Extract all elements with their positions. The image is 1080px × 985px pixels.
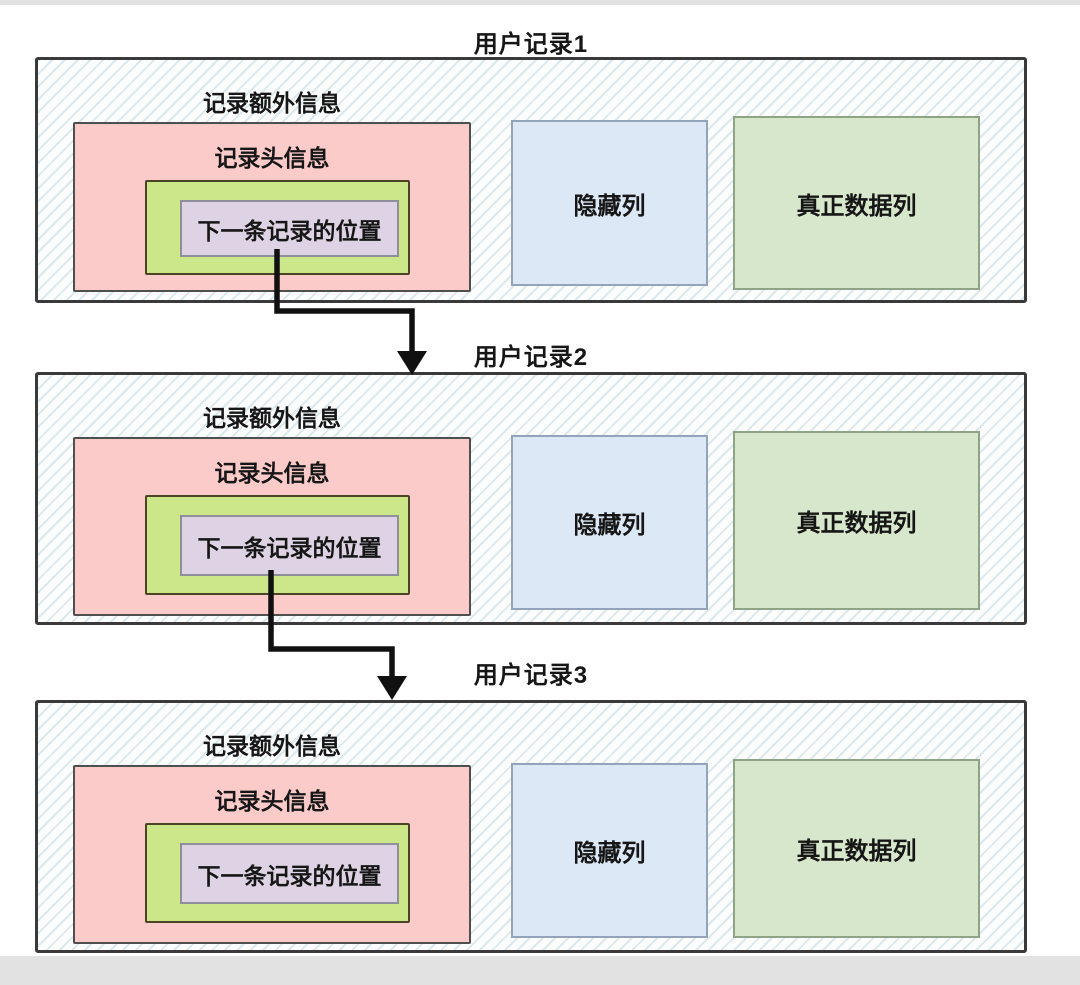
record2-header-label: 记录头信息 xyxy=(214,460,330,486)
record1-hidden-columns-label: 隐藏列 xyxy=(573,192,646,220)
record3-real-data-columns-label: 真正数据列 xyxy=(796,838,917,865)
record2-next-pos-label: 下一条记录的位置 xyxy=(197,534,382,561)
record3-header-box: 记录头信息 下一条记录的位置 xyxy=(73,765,471,944)
record1-real-data-columns-label: 真正数据列 xyxy=(796,192,917,220)
record1-box: 记录额外信息 记录头信息 下一条记录的位置 隐藏列 真正数据列 xyxy=(35,57,1027,303)
record2-title: 用户记录2 xyxy=(473,344,589,371)
record1-hidden-columns-box: 隐藏列 xyxy=(511,120,708,286)
record3-header-label: 记录头信息 xyxy=(214,788,330,814)
record1-real-data-columns-box: 真正数据列 xyxy=(733,116,980,290)
record3-next-pos-box: 下一条记录的位置 xyxy=(180,843,399,904)
record1-title: 用户记录1 xyxy=(473,31,589,58)
record1-next-pos-outer-box: 下一条记录的位置 xyxy=(145,180,410,275)
record1-next-pos-box: 下一条记录的位置 xyxy=(180,200,399,257)
record2-real-data-columns-box: 真正数据列 xyxy=(733,431,980,610)
record2-real-data-columns-label: 真正数据列 xyxy=(796,510,917,537)
record3-next-pos-label: 下一条记录的位置 xyxy=(197,862,382,889)
record2-hidden-columns-box: 隐藏列 xyxy=(511,435,708,610)
bottom-gray-strip xyxy=(0,956,1080,985)
top-gray-strip xyxy=(0,0,1080,5)
record2-header-box: 记录头信息 下一条记录的位置 xyxy=(73,437,471,616)
record3-next-pos-outer-box: 下一条记录的位置 xyxy=(145,823,410,923)
record2-box: 记录额外信息 记录头信息 下一条记录的位置 隐藏列 真正数据列 xyxy=(35,372,1027,625)
record3-hidden-columns-label: 隐藏列 xyxy=(573,840,646,867)
record1-header-label: 记录头信息 xyxy=(214,145,330,171)
record3-extra-info-label: 记录额外信息 xyxy=(203,733,341,759)
record3-real-data-columns-box: 真正数据列 xyxy=(733,759,980,938)
record3-hidden-columns-box: 隐藏列 xyxy=(511,763,708,938)
record2-hidden-columns-label: 隐藏列 xyxy=(573,512,646,539)
record1-extra-info-label: 记录额外信息 xyxy=(203,90,341,116)
record2-next-pos-outer-box: 下一条记录的位置 xyxy=(145,495,410,595)
record1-header-box: 记录头信息 下一条记录的位置 xyxy=(73,122,471,292)
record3-box: 记录额外信息 记录头信息 下一条记录的位置 隐藏列 真正数据列 xyxy=(35,700,1027,953)
record2-extra-info-label: 记录额外信息 xyxy=(203,405,341,431)
record3-title: 用户记录3 xyxy=(473,662,589,689)
record2-next-pos-box: 下一条记录的位置 xyxy=(180,515,399,576)
record1-next-pos-label: 下一条记录的位置 xyxy=(197,217,382,244)
